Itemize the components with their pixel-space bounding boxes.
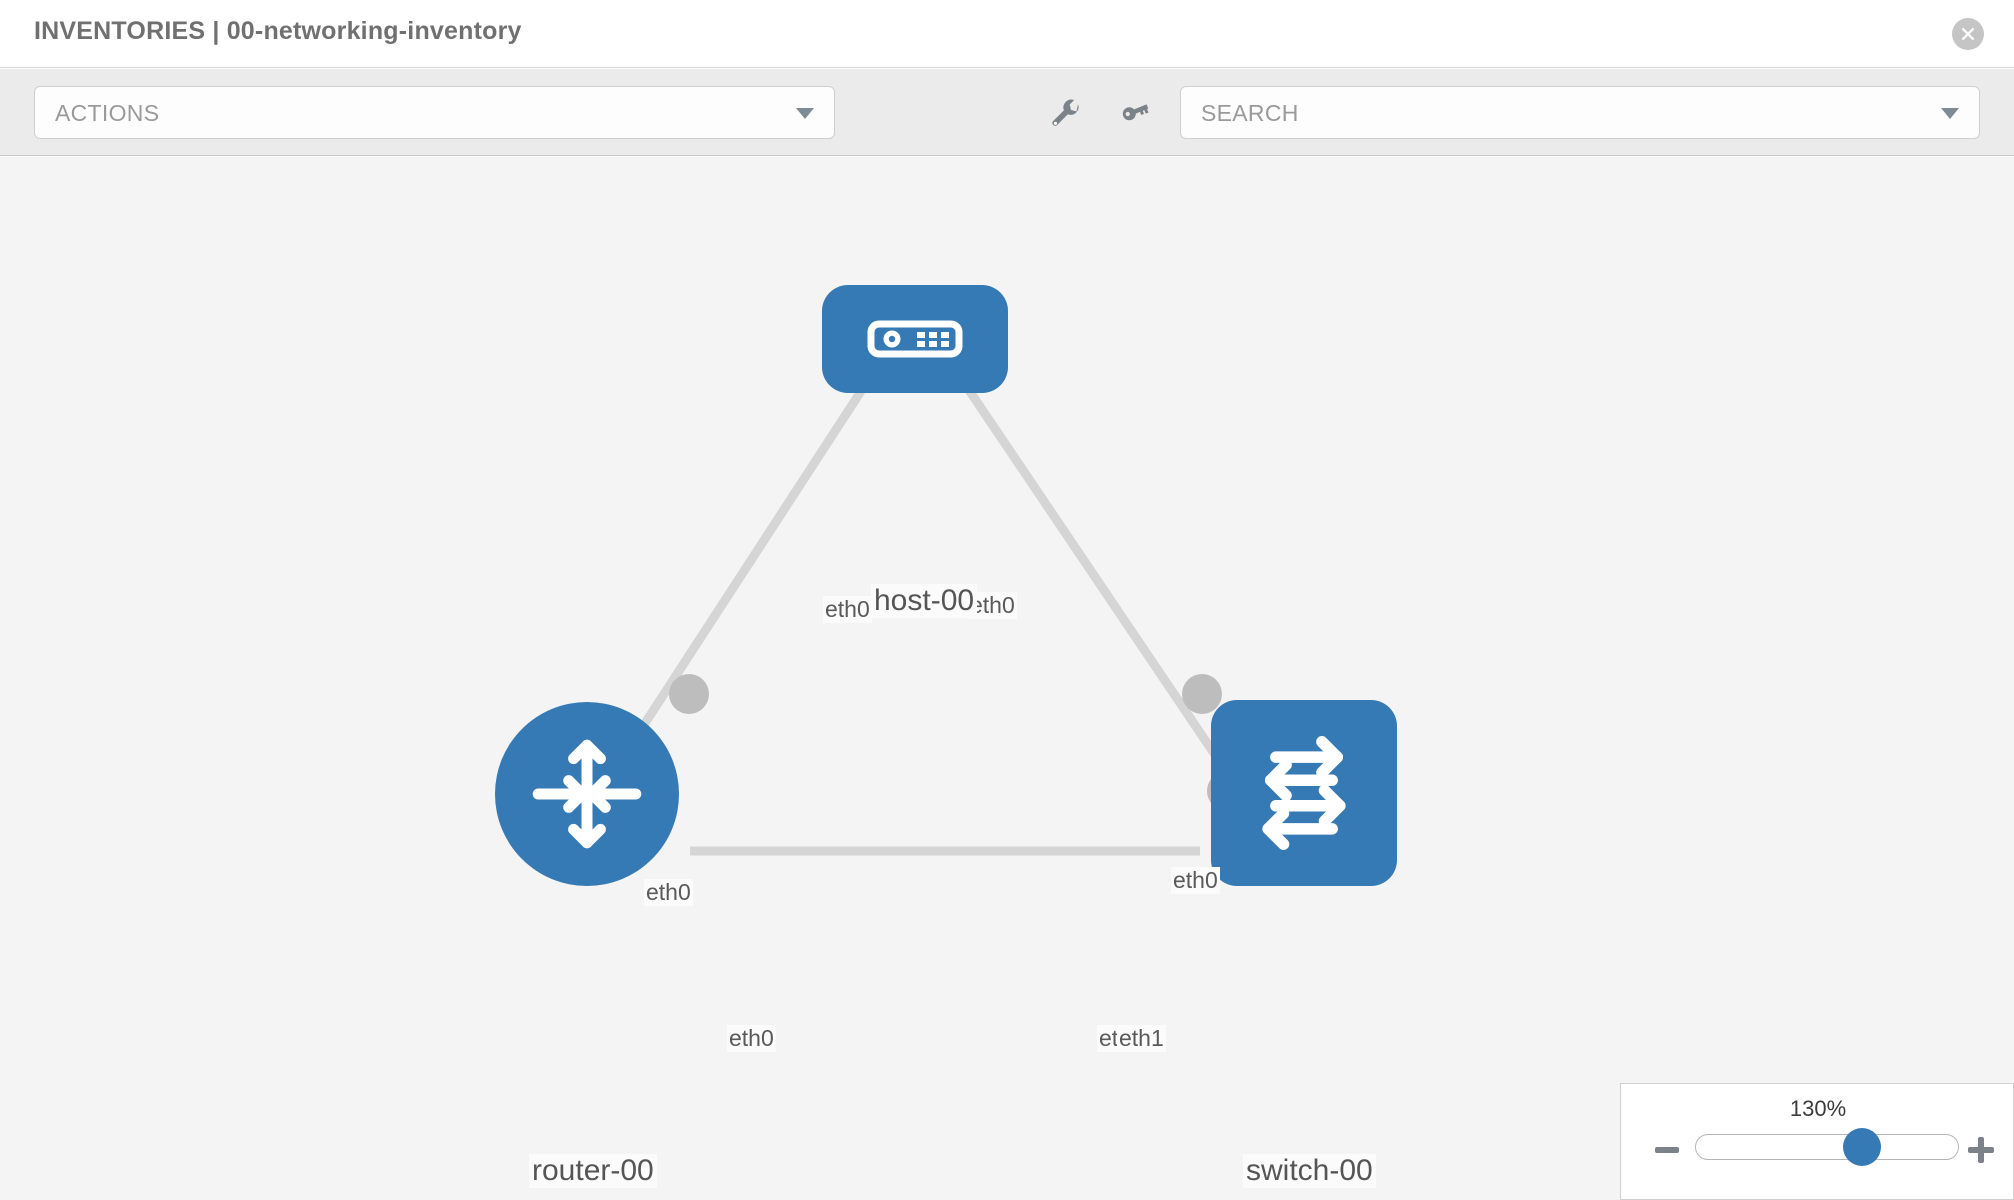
edge-label-router-right-eth0: eth0: [727, 1025, 776, 1052]
page-title: INVENTORIES | 00-networking-inventory: [34, 17, 522, 45]
zoom-percent-label: 130%: [1789, 1096, 1847, 1121]
switch-arrows-icon: [1262, 736, 1346, 850]
chevron-down-icon: [796, 108, 814, 119]
node-label-switch-00: switch-00: [1243, 1154, 1376, 1188]
link-host00-switch00[interactable]: [946, 359, 1234, 780]
wrench-icon: [1052, 99, 1079, 126]
topology-canvas[interactable]: eth0 eth0 eth0 eth0 eth0 eth0 eth1 host-…: [0, 157, 2014, 1200]
close-icon: [1961, 27, 1975, 41]
node-label-router-00: router-00: [529, 1154, 657, 1188]
search-placeholder: SEARCH: [1201, 100, 1299, 126]
wrench-button[interactable]: [1046, 95, 1086, 135]
actions-dropdown-label: ACTIONS: [55, 100, 160, 126]
zoom-control-panel: 130%: [1620, 1083, 2014, 1200]
key-button[interactable]: [1114, 95, 1154, 135]
edge-label-host-left-eth0: eth0: [823, 596, 872, 623]
edge-label-switch-up-eth0: eth0: [1171, 867, 1220, 894]
toolbar: ACTIONS SEARCH: [0, 69, 2014, 156]
actions-dropdown[interactable]: ACTIONS: [34, 86, 835, 139]
port-switch00-eth1-left[interactable]: [1182, 674, 1222, 714]
chevron-down-icon[interactable]: [1941, 108, 1959, 119]
close-button[interactable]: [1952, 18, 1984, 50]
zoom-in-button[interactable]: [1963, 1132, 1999, 1168]
zoom-slider-thumb[interactable]: [1842, 1128, 1881, 1166]
search-input[interactable]: SEARCH: [1180, 86, 1980, 139]
node-label-host-00: host-00: [871, 584, 978, 618]
node-router-00-shape: [495, 702, 679, 886]
link-host00-router00[interactable]: [606, 359, 884, 780]
port-router00-eth0-right[interactable]: [669, 674, 709, 714]
edge-label-router-up-eth0: eth0: [644, 879, 693, 906]
page-header: INVENTORIES | 00-networking-inventory: [0, 0, 2014, 68]
key-icon: [1122, 104, 1149, 121]
edge-label-switch-left-eth1: eth1: [1117, 1025, 1166, 1052]
minus-icon: [1655, 1147, 1679, 1153]
zoom-slider[interactable]: [1695, 1128, 1959, 1166]
topology-links: [606, 359, 1234, 856]
server-icon: [867, 320, 963, 358]
plus-icon-vertical: [1978, 1137, 1984, 1163]
node-switch-00-shape: [1211, 700, 1397, 886]
node-host-00-shape: [822, 285, 1008, 393]
zoom-out-button[interactable]: [1649, 1132, 1685, 1168]
router-arrows-icon: [532, 739, 642, 849]
